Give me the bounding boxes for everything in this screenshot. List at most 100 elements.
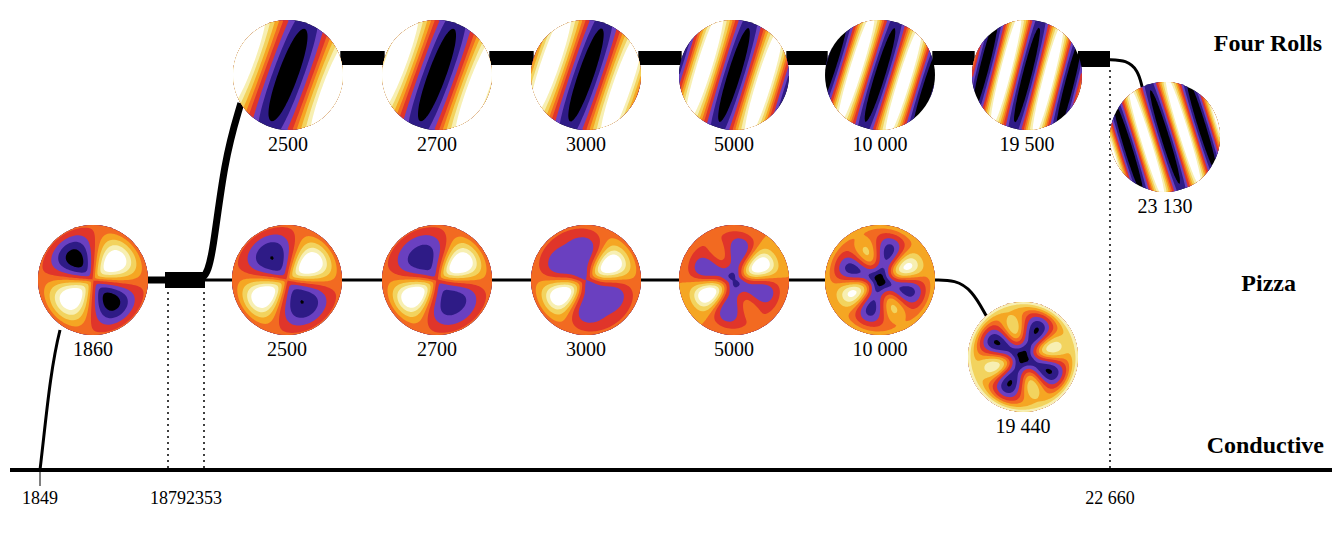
pattern-contour	[251, 252, 322, 308]
pattern-ground	[825, 225, 935, 335]
pattern-node: 23 130	[1110, 82, 1220, 192]
pattern-contour	[842, 258, 918, 302]
rayleigh-number: 2500	[268, 133, 308, 155]
pattern-contour	[825, 225, 935, 335]
rayleigh-number: 3000	[566, 133, 606, 155]
rayleigh-number: 10 000	[853, 338, 908, 360]
axis-value: 2353	[186, 489, 222, 509]
pattern-contour	[382, 20, 492, 130]
pattern-contour	[382, 20, 492, 130]
dotted-marker	[203, 292, 205, 468]
flow-pattern	[679, 225, 789, 335]
pattern-contour	[689, 249, 778, 312]
pattern-contour	[531, 225, 641, 335]
pattern-contour	[1110, 82, 1220, 192]
pattern-contour	[531, 225, 641, 335]
pattern-contour	[382, 20, 492, 130]
pattern-contour	[233, 20, 343, 130]
pattern-ground	[531, 20, 641, 130]
pattern-contour	[972, 20, 1082, 130]
pattern-contour	[825, 20, 935, 130]
rayleigh-number: 2700	[417, 338, 457, 360]
pattern-contour	[233, 20, 343, 130]
solution-branch	[932, 51, 974, 65]
pattern-node: 5000	[679, 20, 789, 130]
pattern-ground	[968, 302, 1078, 412]
solution-branch	[935, 280, 986, 316]
pattern-node: 19 500	[972, 20, 1082, 130]
pattern-contour	[825, 20, 935, 130]
pattern-contour	[972, 20, 1082, 130]
conductive-line	[10, 468, 1332, 472]
flow-pattern	[972, 20, 1082, 130]
pattern-node: 10 000	[825, 20, 935, 130]
pattern-contour	[825, 20, 935, 130]
pattern-contour	[679, 20, 789, 130]
pattern-contour	[968, 302, 1078, 412]
solution-branch	[789, 279, 825, 282]
pattern-contour	[825, 225, 935, 335]
solution-branch	[492, 279, 531, 282]
pattern-ground	[1110, 82, 1220, 192]
pattern-contour	[968, 302, 1078, 412]
pattern-contour	[382, 20, 492, 130]
pattern-contour	[38, 225, 148, 335]
rayleigh-number: 1860	[73, 338, 113, 360]
flow-pattern	[38, 225, 148, 335]
axis-value: 1849	[22, 489, 58, 509]
pattern-contour	[38, 225, 148, 335]
pattern-contour	[546, 251, 626, 310]
rayleigh-number: 3000	[566, 338, 606, 360]
pattern-contour	[397, 248, 476, 312]
pattern-contour	[531, 20, 641, 130]
pattern-contour	[1110, 82, 1220, 192]
pattern-contour	[679, 20, 789, 130]
pattern-contour	[44, 234, 142, 327]
pattern-contour	[1110, 82, 1220, 192]
pattern-contour	[679, 234, 789, 325]
pattern-contour	[531, 20, 641, 130]
rayleigh-number: 5000	[714, 338, 754, 360]
branch-name: Pizza	[1241, 270, 1296, 296]
pattern-contour	[382, 20, 492, 130]
pattern-contour	[1110, 82, 1220, 192]
pattern-ground	[679, 225, 789, 335]
pattern-ground	[531, 225, 641, 335]
pattern-contour	[825, 225, 935, 335]
solution-branch	[342, 279, 382, 282]
axis-tick	[40, 470, 41, 486]
flow-pattern	[825, 225, 935, 335]
pattern-contour	[679, 225, 789, 335]
pattern-contour	[531, 20, 641, 130]
pattern-contour	[838, 20, 922, 130]
pattern-contour	[531, 20, 641, 130]
pattern-contour	[382, 225, 492, 335]
pattern-node: 19 440	[968, 302, 1078, 412]
pattern-contour	[50, 240, 137, 321]
pattern-contour	[968, 302, 1078, 412]
pattern-contour	[968, 302, 1078, 412]
pattern-contour	[531, 225, 641, 335]
rayleigh-number: 2700	[417, 133, 457, 155]
pattern-contour	[680, 20, 788, 130]
flow-pattern	[825, 20, 935, 130]
pattern-contour	[531, 20, 641, 130]
pattern-contour	[232, 225, 342, 335]
pattern-contour	[55, 245, 131, 315]
pattern-contour	[382, 225, 492, 335]
pattern-contour	[382, 225, 492, 335]
pattern-contour	[972, 20, 1082, 130]
pattern-contour	[233, 20, 343, 130]
pattern-contour	[698, 257, 770, 302]
pattern-contour	[837, 247, 924, 314]
pattern-contour	[232, 225, 342, 335]
pattern-contour	[825, 225, 935, 335]
flow-pattern	[531, 20, 641, 130]
pattern-contour	[237, 236, 336, 324]
axis-value: 1879	[150, 489, 186, 509]
pattern-node: 2500	[232, 225, 342, 335]
pattern-contour	[679, 225, 789, 335]
pattern-contour	[825, 225, 935, 335]
